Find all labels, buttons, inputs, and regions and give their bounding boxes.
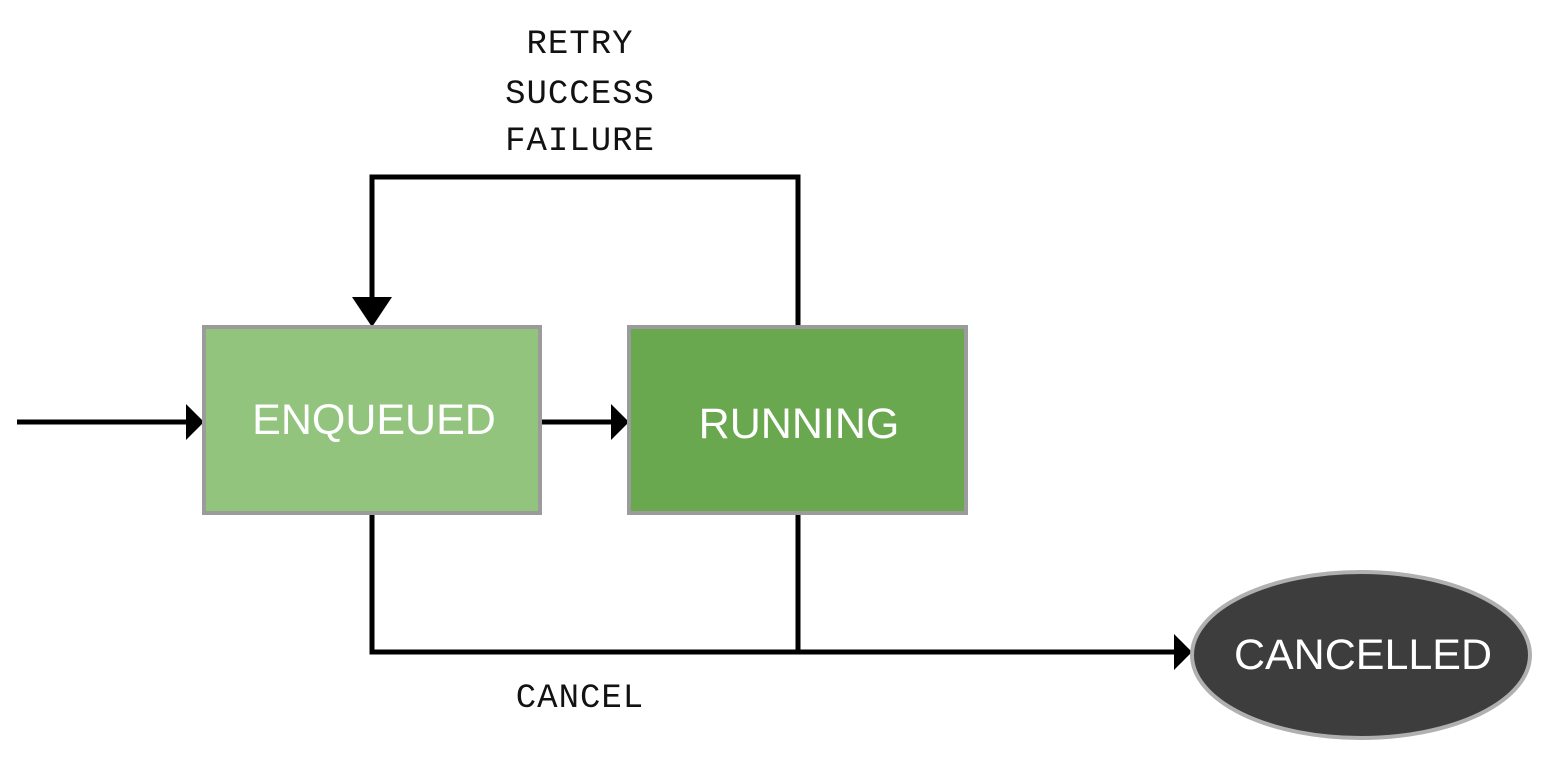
edge-enqueued-to-cancelled-arrowhead [1174, 634, 1192, 670]
node-cancelled-shape[interactable] [1190, 570, 1532, 740]
edge-enqueued-to-cancelled-path [369, 513, 1174, 655]
edge-enqueued-to-running-arrowhead [611, 404, 629, 440]
edge-start-to-enqueued-arrowhead [186, 404, 204, 440]
node-running-label: RUNNING [699, 400, 900, 448]
node-running[interactable]: RUNNING [627, 325, 968, 515]
edge-label-cancel: CANCEL [516, 680, 644, 718]
node-enqueued-label: ENQUEUED [252, 396, 496, 444]
edge-start-to-enqueued [17, 404, 204, 440]
edge-label-failure: FAILURE [505, 123, 655, 161]
node-enqueued-shape[interactable] [202, 325, 542, 515]
edge-running-to-enqueued-arrowhead [352, 297, 392, 327]
edge-enqueued-to-running [540, 404, 629, 440]
node-running-shape[interactable] [627, 325, 968, 515]
edge-enqueued-to-cancelled [369, 513, 1192, 670]
edge-running-to-enqueued-path [369, 174, 801, 327]
node-cancelled-label: CANCELLED [1234, 631, 1492, 679]
edge-label-success: SUCCESS [505, 76, 655, 114]
node-enqueued[interactable]: ENQUEUED [202, 325, 542, 515]
edge-running-to-enqueued [352, 174, 801, 327]
node-cancelled[interactable]: CANCELLED [1190, 570, 1532, 740]
edge-label-retry: RETRY [526, 26, 633, 64]
